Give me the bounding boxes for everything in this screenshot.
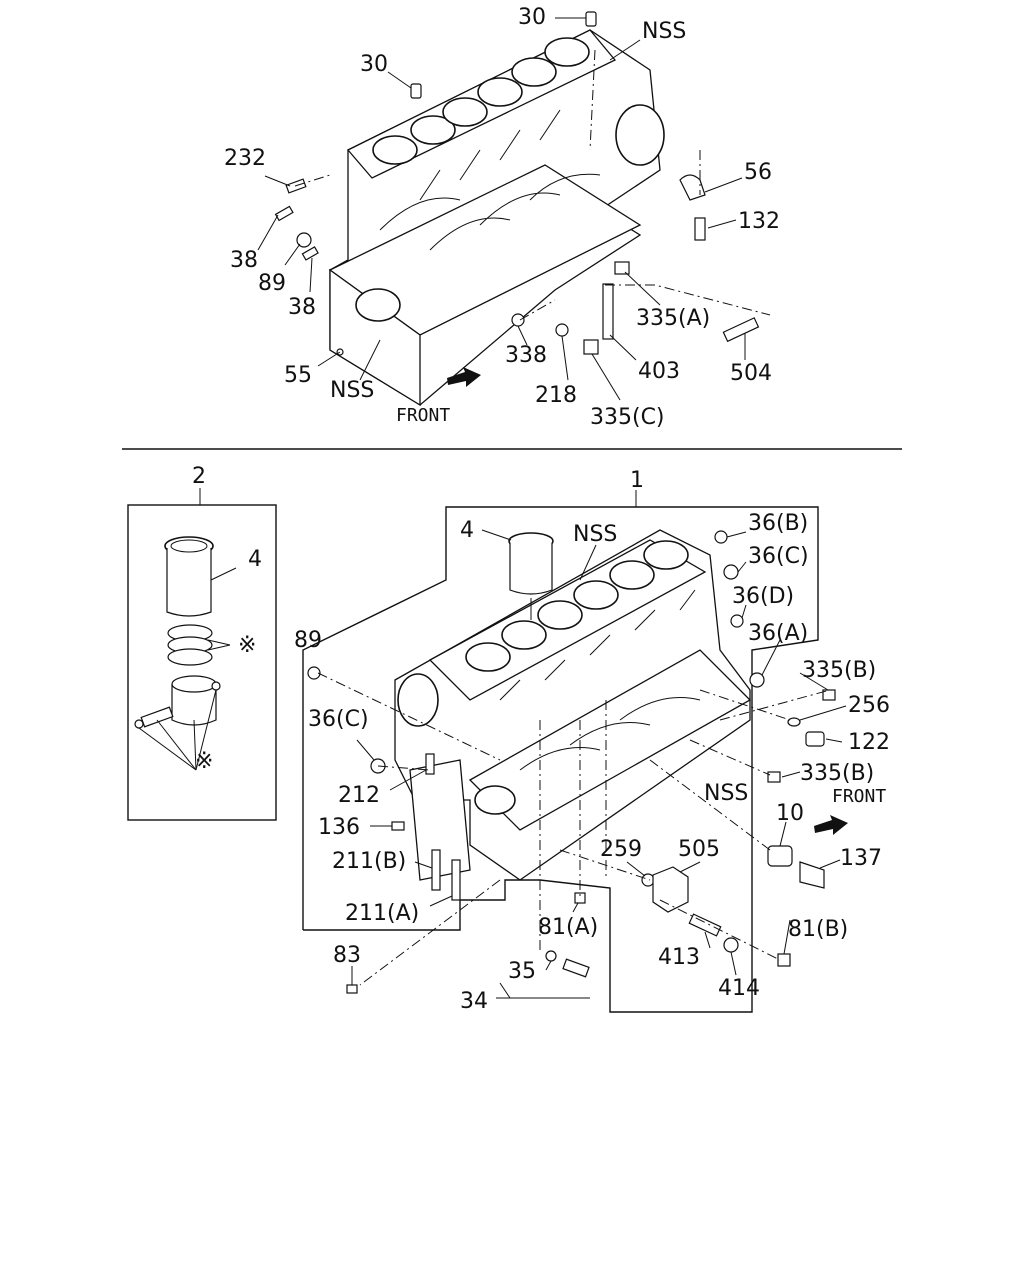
label-4: 4 — [460, 518, 474, 543]
label-259: 259 — [600, 837, 642, 862]
label-137: 137 — [840, 846, 882, 871]
bottom-small-parts — [307, 530, 836, 994]
label-212: 212 — [338, 783, 380, 808]
front-arrow-icon — [447, 367, 481, 387]
bottom-leader-lines — [317, 531, 847, 999]
label-136: 136 — [318, 815, 360, 840]
label-mark-rings: ※ — [238, 633, 256, 658]
label-4-inset: 4 — [248, 547, 262, 572]
label-38-b: 38 — [288, 295, 316, 320]
label-36d: 36(D) — [732, 584, 794, 609]
label-414: 414 — [718, 976, 760, 1001]
label-front-bottom: FRONT — [832, 786, 886, 807]
label-211a: 211(A) — [345, 901, 419, 926]
top-leader-lines — [257, 17, 771, 401]
label-36c-left: 36(C) — [308, 707, 369, 732]
label-505: 505 — [678, 837, 720, 862]
label-122: 122 — [848, 730, 890, 755]
label-56: 56 — [744, 160, 772, 185]
label-218: 218 — [535, 383, 577, 408]
label-335a: 335(A) — [636, 306, 710, 331]
label-1: 1 — [630, 468, 644, 493]
label-413: 413 — [658, 945, 700, 970]
front-arrow-icon-bottom — [814, 815, 848, 835]
label-132: 132 — [738, 209, 780, 234]
label-mark-piston: ※ — [195, 749, 213, 774]
label-38-a: 38 — [230, 248, 258, 273]
inset-liner-piston-box — [127, 488, 277, 821]
label-36c-right: 36(C) — [748, 544, 809, 569]
label-30-b: 30 — [518, 5, 546, 30]
label-83: 83 — [333, 943, 361, 968]
label-335b-top: 335(B) — [802, 658, 876, 683]
label-front-top: FRONT — [396, 405, 450, 426]
top-cylinder-block — [328, 29, 665, 407]
label-89: 89 — [258, 271, 286, 296]
label-81a: 81(A) — [538, 915, 598, 940]
label-81b: 81(B) — [788, 917, 848, 942]
label-504: 504 — [730, 361, 772, 386]
label-211b: 211(B) — [332, 849, 406, 874]
label-10: 10 — [776, 801, 804, 826]
label-nss-bottom: NSS — [330, 378, 374, 403]
label-335c: 335(C) — [590, 405, 665, 430]
label-34: 34 — [460, 989, 488, 1014]
label-335b-mid: 335(B) — [800, 761, 874, 786]
label-36b: 36(B) — [748, 511, 808, 536]
label-nss-side: NSS — [704, 781, 748, 806]
label-256: 256 — [848, 693, 890, 718]
assembly-boundary — [302, 506, 819, 1013]
label-nss-top-bottom: NSS — [573, 522, 617, 547]
label-35: 35 — [508, 959, 536, 984]
label-232: 232 — [224, 146, 266, 171]
bottom-cylinder-block — [394, 529, 752, 881]
label-2: 2 — [192, 464, 206, 489]
liner-above-block — [481, 529, 554, 620]
label-36a: 36(A) — [748, 621, 808, 646]
label-89-bottom: 89 — [294, 628, 322, 653]
top-exploded-view: 30 30 NSS 232 38 89 38 55 NSS FRONT 56 1… — [224, 5, 780, 430]
label-55: 55 — [284, 363, 312, 388]
bottom-exploded-view: 2 4 ※ ※ 1 4 NSS 36(B) 36(C) 36(D) 36(A) … — [127, 464, 890, 1014]
label-nss-top: NSS — [642, 19, 686, 44]
label-338: 338 — [505, 343, 547, 368]
label-30-a: 30 — [360, 52, 388, 77]
label-403: 403 — [638, 359, 680, 384]
